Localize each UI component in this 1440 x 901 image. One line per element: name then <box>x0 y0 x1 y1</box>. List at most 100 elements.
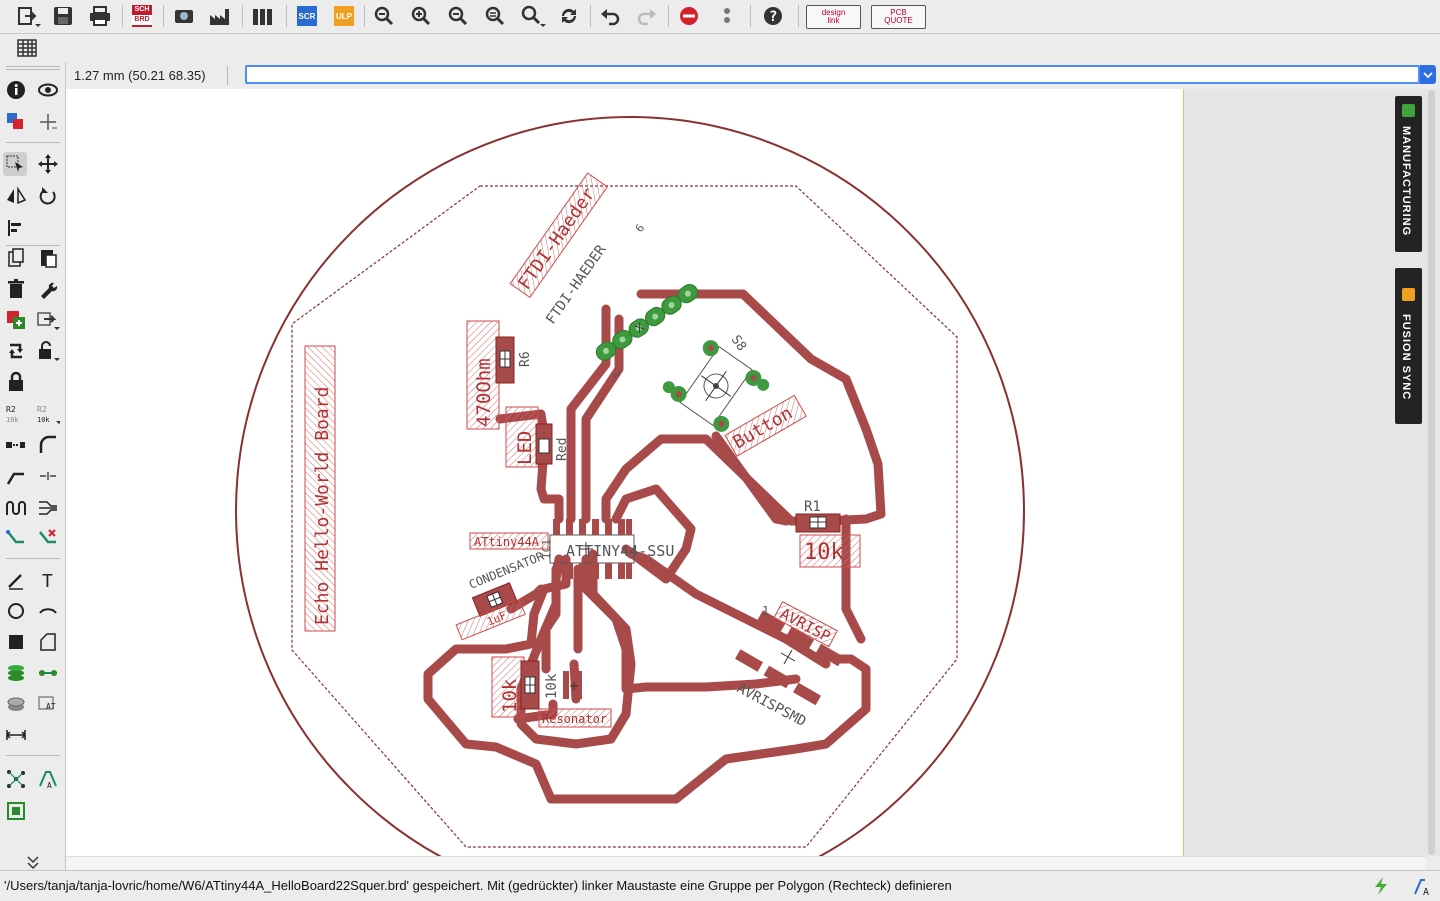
svg-text:10k: 10k <box>6 416 19 424</box>
library-icon[interactable] <box>249 3 277 29</box>
go-icon[interactable] <box>714 3 740 29</box>
attribute-icon[interactable]: AT <box>36 692 60 716</box>
layer-display-icon[interactable] <box>4 110 28 134</box>
group-select-icon[interactable] <box>3 152 27 176</box>
split-icon[interactable] <box>4 464 28 488</box>
r1-value-label: 10k <box>804 540 844 565</box>
autorouter-icon[interactable]: A <box>36 767 60 791</box>
command-history-dropdown[interactable] <box>1420 65 1436 84</box>
pcb-drawing[interactable]: 1 6 FTDI-Haeder FTDI-HAEDER Echo Hello-W… <box>66 89 1183 856</box>
delete-icon[interactable] <box>4 277 28 301</box>
manufacturing-tab-label: MANUFACTURING <box>1400 126 1412 237</box>
print-icon[interactable] <box>86 3 114 29</box>
zoom-in-icon[interactable] <box>408 3 434 29</box>
swap-icon[interactable] <box>4 339 28 363</box>
manufacturing-icon[interactable] <box>206 3 234 29</box>
route-multiple-icon[interactable] <box>36 495 60 519</box>
traces <box>423 289 886 804</box>
fusion-icon <box>1402 288 1415 301</box>
cam-processor-icon[interactable] <box>170 3 198 29</box>
mark-icon[interactable] <box>36 110 60 134</box>
brd-tag: BRD <box>132 15 152 25</box>
autorouter-status-icon[interactable]: A <box>1412 876 1436 901</box>
svg-text:A: A <box>1423 887 1429 896</box>
resonator-label: Resonator <box>542 712 607 726</box>
hole-icon[interactable] <box>4 692 28 716</box>
status-bar: '/Users/tanja/tanja-lovric/home/W6/ATtin… <box>0 870 1440 901</box>
polygon-icon[interactable] <box>36 630 60 654</box>
board-canvas[interactable]: 1 6 FTDI-Haeder FTDI-HAEDER Echo Hello-W… <box>66 89 1440 856</box>
show-eye-icon[interactable] <box>36 78 60 102</box>
dimension-icon[interactable] <box>4 723 28 747</box>
signal-icon[interactable] <box>36 661 60 685</box>
zoom-out-icon[interactable] <box>445 3 471 29</box>
avrisp-connector <box>735 610 844 706</box>
drc-icon[interactable] <box>4 799 28 823</box>
info-icon[interactable] <box>4 78 28 102</box>
manufacturing-panel-tab[interactable]: MANUFACTURING <box>1395 96 1422 252</box>
wrench-icon[interactable] <box>36 277 60 301</box>
zoom-last-icon[interactable] <box>482 3 508 29</box>
copy-icon[interactable] <box>4 246 28 270</box>
svg-text:AT: AT <box>46 702 56 711</box>
lock-icon[interactable] <box>4 370 28 394</box>
lightning-icon[interactable] <box>1372 876 1390 901</box>
smash-icon[interactable] <box>4 433 28 457</box>
zoom-fit-icon[interactable] <box>371 3 397 29</box>
grid-icon[interactable] <box>16 38 40 63</box>
ratsnest-icon[interactable] <box>4 767 28 791</box>
via-icon[interactable] <box>4 661 28 685</box>
command-line-input[interactable] <box>245 65 1420 84</box>
redo-icon[interactable] <box>634 3 660 29</box>
meander-icon[interactable] <box>4 495 28 519</box>
open-file-icon[interactable] <box>12 3 42 29</box>
mirror-icon[interactable] <box>4 184 28 208</box>
sch-brd-switch-icon[interactable]: SCH BRD <box>130 3 154 29</box>
paste-icon[interactable] <box>36 246 60 270</box>
save-icon[interactable] <box>50 3 76 29</box>
expand-toolbar-icon[interactable] <box>21 850 45 874</box>
rotate-icon[interactable] <box>36 184 60 208</box>
sch-tag: SCH <box>134 6 150 13</box>
zoom-select-icon[interactable] <box>519 3 547 29</box>
svg-text:10k: 10k <box>37 416 50 424</box>
stop-icon[interactable] <box>676 3 702 29</box>
script-icon[interactable]: SCR <box>293 3 321 29</box>
svg-text:R2: R2 <box>6 405 16 414</box>
move-icon[interactable] <box>36 152 60 176</box>
align-icon[interactable] <box>4 216 28 240</box>
route-icon[interactable] <box>4 526 28 550</box>
undo-icon[interactable] <box>597 3 623 29</box>
optimize-icon[interactable] <box>36 464 60 488</box>
manufacturing-icon <box>1402 104 1415 117</box>
resistor-10k-name-label: 10k <box>544 673 560 699</box>
fusion-sync-panel-tab[interactable]: FUSION SYNC <box>1395 268 1422 424</box>
replace-icon[interactable] <box>36 308 60 332</box>
add-part-icon[interactable] <box>4 308 28 332</box>
r1-name-label: R1 <box>804 499 821 515</box>
miter-icon[interactable] <box>36 433 60 457</box>
help-icon[interactable]: ? <box>760 3 786 29</box>
lock-unlock-icon[interactable] <box>36 339 60 363</box>
circle-icon[interactable] <box>4 599 28 623</box>
redraw-icon[interactable] <box>556 3 582 29</box>
horizontal-scrollbar[interactable] <box>66 856 1426 871</box>
arc-icon[interactable] <box>36 599 60 623</box>
ulp-icon[interactable]: ULP <box>330 3 358 29</box>
svg-text:R2: R2 <box>37 405 47 414</box>
line-icon[interactable] <box>4 568 28 592</box>
ripup-icon[interactable] <box>36 526 60 550</box>
rectangle-icon[interactable] <box>4 630 28 654</box>
chevron-down-icon <box>1423 71 1433 78</box>
vertical-scrollbar[interactable] <box>1428 90 1435 855</box>
button-name-label: S8 <box>728 333 749 354</box>
fusion-sync-tab-label: FUSION SYNC <box>1400 314 1412 401</box>
ic-name-label: ATTINY44-SSU <box>566 542 674 560</box>
status-message: '/Users/tanja/tanja-lovric/home/W6/ATtin… <box>4 878 952 893</box>
text-icon[interactable]: T <box>36 568 60 592</box>
